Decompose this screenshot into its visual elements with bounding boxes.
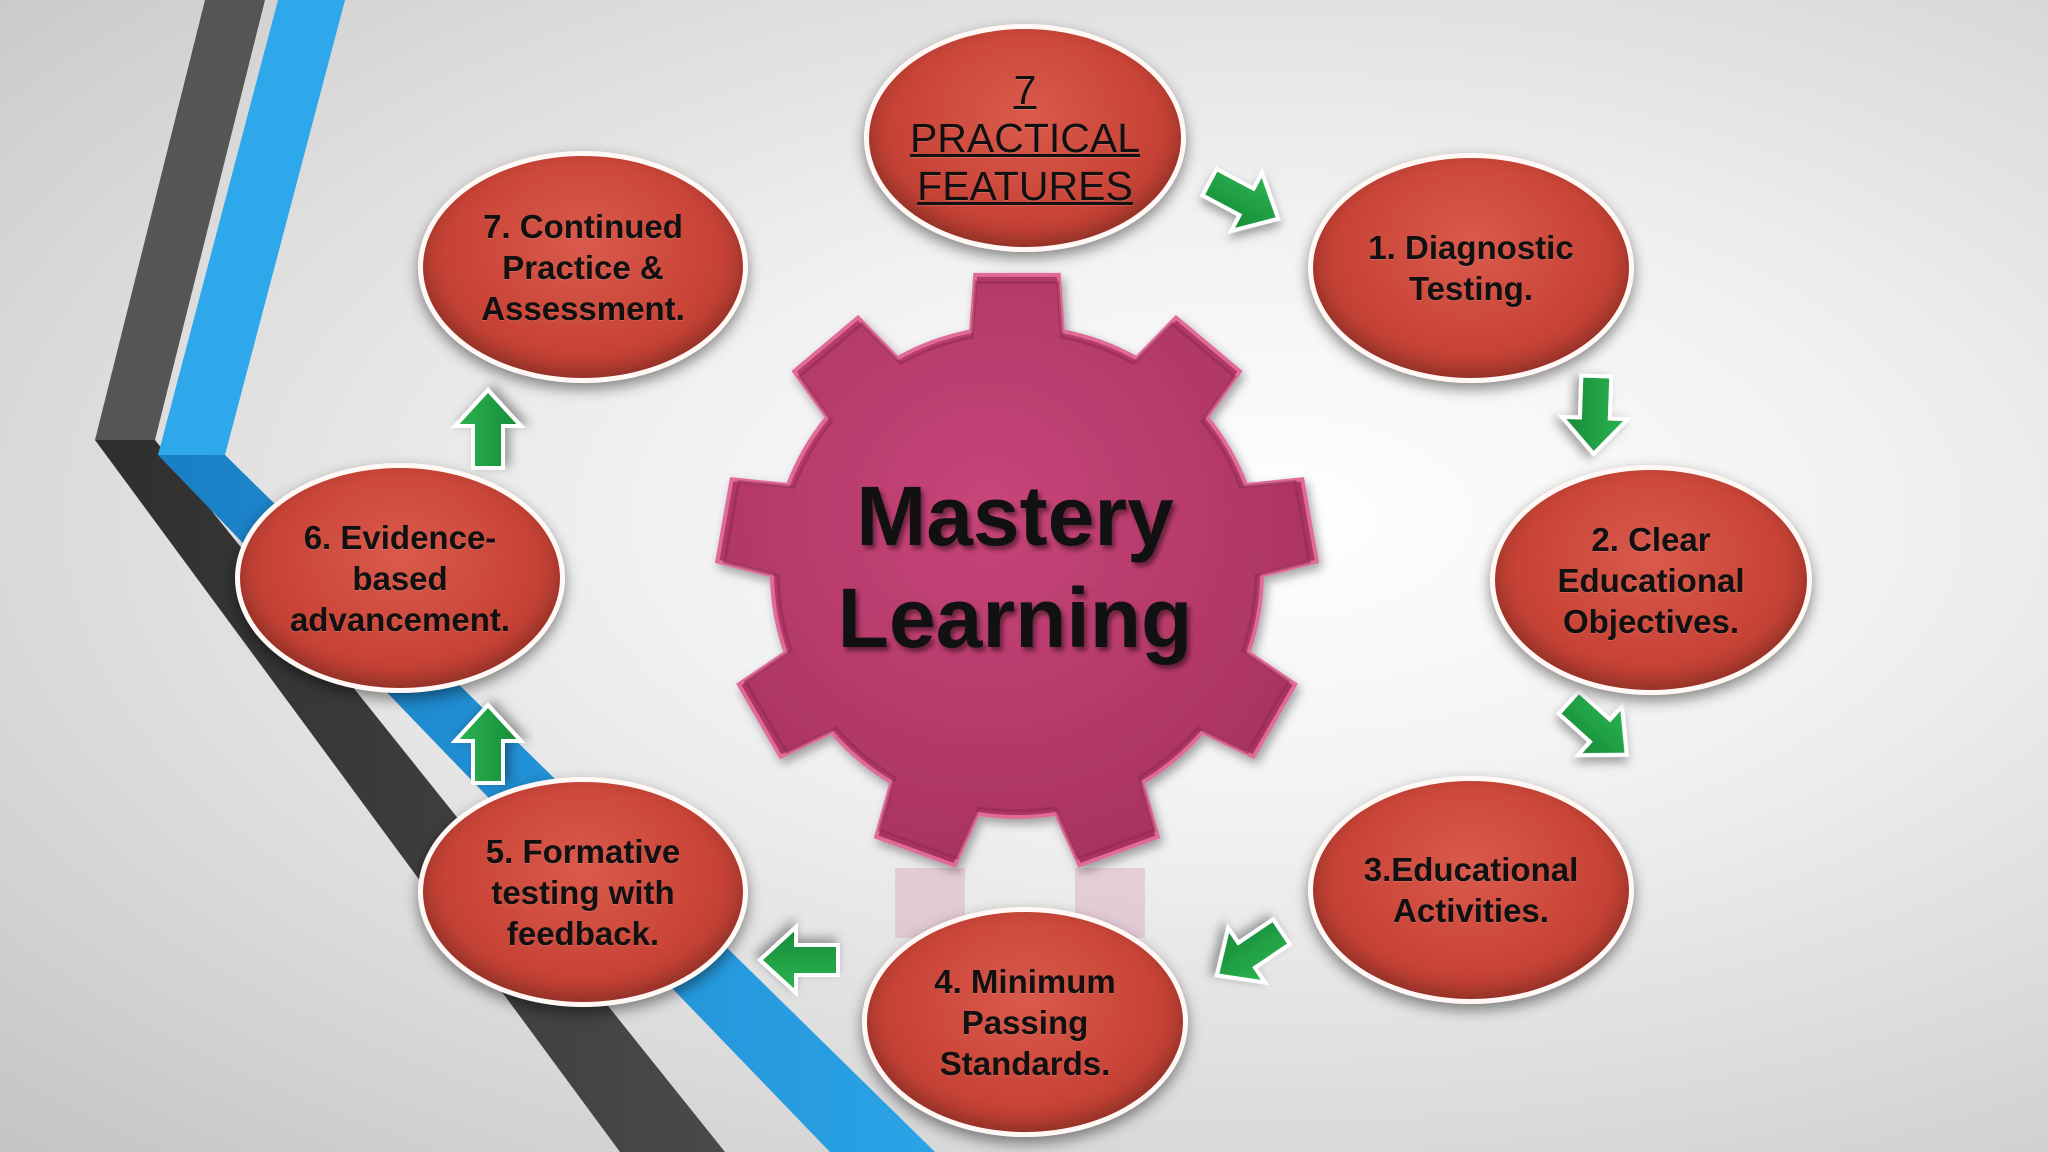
gear-icon xyxy=(714,272,1320,868)
feature-5-ellipse: 5. Formative testing with feedback. xyxy=(418,777,748,1007)
feature-2-label: 2. Clear Educational Objectives. xyxy=(1557,520,1745,640)
feature-5-label: 5. Formative testing with feedback. xyxy=(485,832,681,952)
gear-center-label: Mastery Learning xyxy=(837,469,1193,665)
feature-4-ellipse: 4. Minimum Passing Standards. xyxy=(862,907,1188,1137)
dark-stripe-upper xyxy=(95,0,265,440)
gear-bevel xyxy=(723,280,1311,860)
arrow-icon xyxy=(1214,916,1293,986)
blue-stripe-upper xyxy=(158,0,345,455)
feature-7-ellipse: 7. Continued Practice & Assessment. xyxy=(418,151,748,383)
arrow-icon xyxy=(757,922,840,998)
feature-3-ellipse: 3.Educational Activities. xyxy=(1308,776,1634,1004)
title-text: 7 PRACTICAL FEATURES xyxy=(909,67,1141,209)
arrow-icon xyxy=(1199,166,1281,235)
arrow-icon xyxy=(450,702,526,785)
feature-3-label: 3.Educational Activities. xyxy=(1363,851,1579,929)
feature-7-label: 7. Continued Practice & Assessment. xyxy=(481,207,685,327)
feature-2-ellipse: 2. Clear Educational Objectives. xyxy=(1490,465,1812,695)
feature-1-label: 1. Diagnostic Testing. xyxy=(1368,229,1574,307)
feature-6-label: 6. Evidence- based advancement. xyxy=(289,518,511,638)
title-ellipse: 7 PRACTICAL FEATURES xyxy=(864,24,1186,252)
feature-1-ellipse: 1. Diagnostic Testing. xyxy=(1308,153,1634,383)
arrow-icon xyxy=(1555,688,1629,758)
feature-6-ellipse: 6. Evidence- based advancement. xyxy=(235,463,565,693)
arrow-icon xyxy=(450,387,526,470)
flow-arrows xyxy=(450,166,1633,998)
feature-4-label: 4. Minimum Passing Standards. xyxy=(934,962,1116,1082)
arrow-icon xyxy=(1557,373,1633,457)
